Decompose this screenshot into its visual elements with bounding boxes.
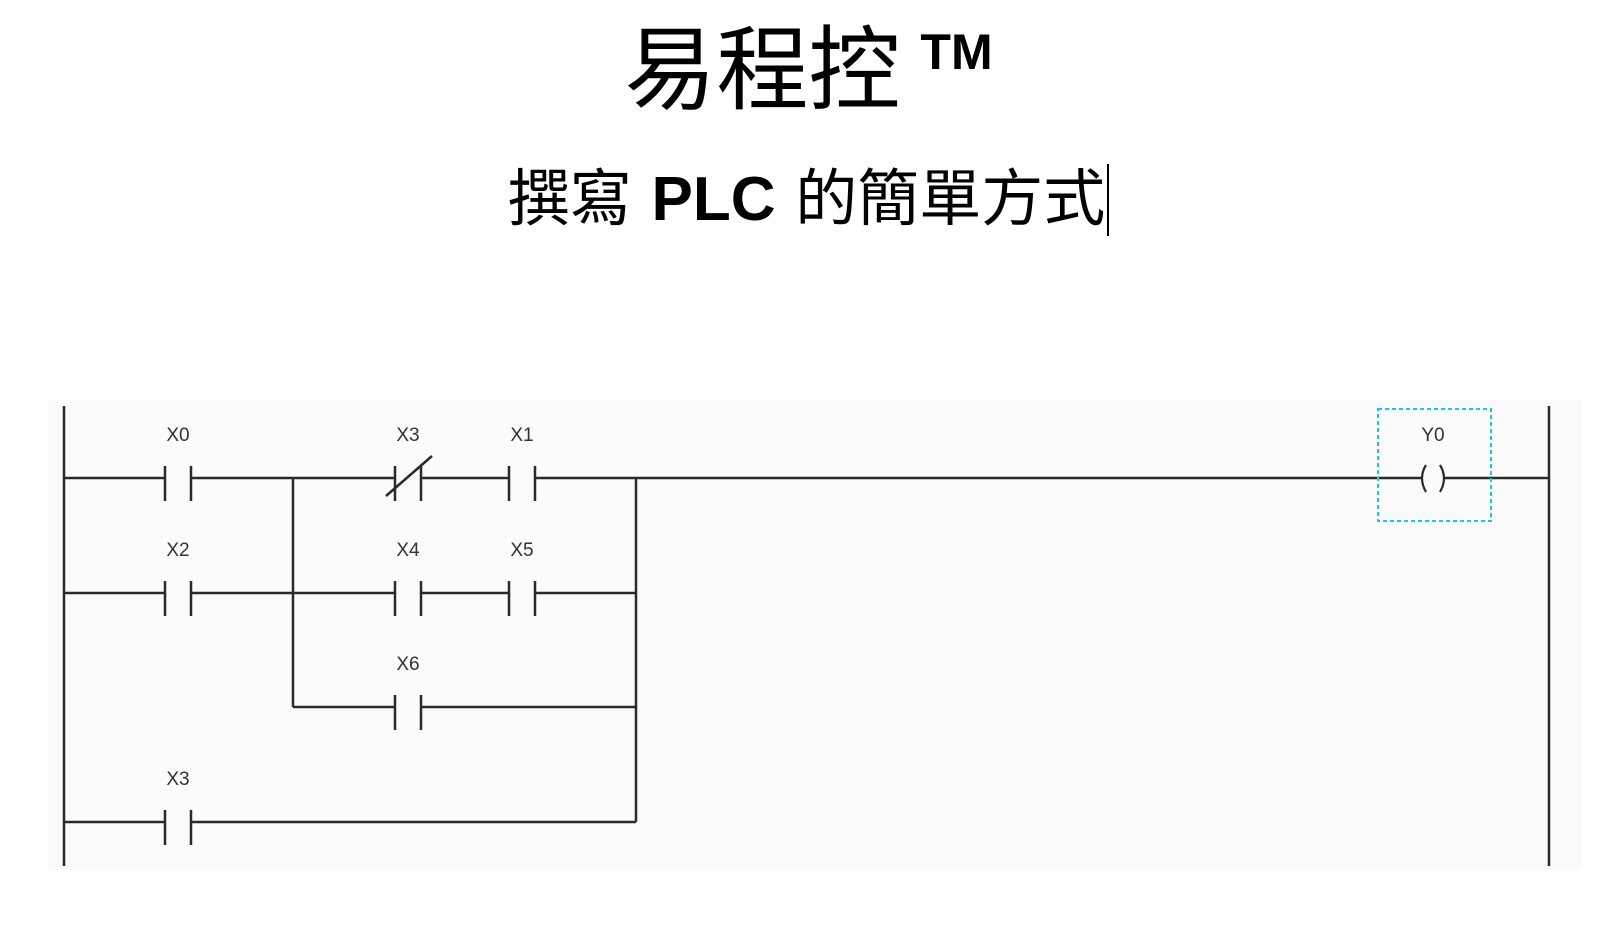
label-y0: Y0 [1421, 425, 1444, 446]
coil-selection-box [1377, 408, 1492, 522]
label-x6: X6 [396, 654, 419, 675]
label-x2: X2 [166, 540, 189, 561]
label-x3-nc: X3 [396, 425, 419, 446]
label-x0: X0 [166, 425, 189, 446]
label-x3-bottom: X3 [166, 769, 189, 790]
label-x1: X1 [510, 425, 533, 446]
contact-x5[interactable] [507, 581, 537, 616]
contact-x2[interactable] [163, 581, 193, 616]
contacts [163, 455, 537, 845]
label-x4: X4 [396, 540, 420, 561]
trademark-mark: TM [920, 24, 993, 80]
subtitle-latin: PLC [651, 165, 776, 234]
contact-labels: X0 X3 X1 X2 X4 X5 X6 X3 Y0 [166, 425, 1444, 790]
contact-x3-bottom[interactable] [163, 810, 193, 845]
page-subtitle: 撰寫 PLC 的簡單方式 [0, 162, 1617, 240]
contact-x0[interactable] [163, 466, 193, 501]
text-caret [1107, 163, 1110, 236]
subtitle-part2: 的簡單方式 [795, 162, 1106, 235]
contact-x6[interactable] [393, 695, 423, 730]
page-title: 易程控 TM [0, 18, 1617, 124]
label-x5: X5 [510, 540, 533, 561]
coil-y0[interactable] [1377, 408, 1492, 522]
subtitle-part1: 撰寫 [507, 162, 632, 235]
contact-x4[interactable] [393, 581, 423, 616]
contact-x1[interactable] [507, 466, 537, 501]
title-text: 易程控 [624, 17, 901, 124]
ladder-wires [62, 406, 1551, 866]
contact-x3-normally-closed[interactable] [385, 455, 433, 501]
